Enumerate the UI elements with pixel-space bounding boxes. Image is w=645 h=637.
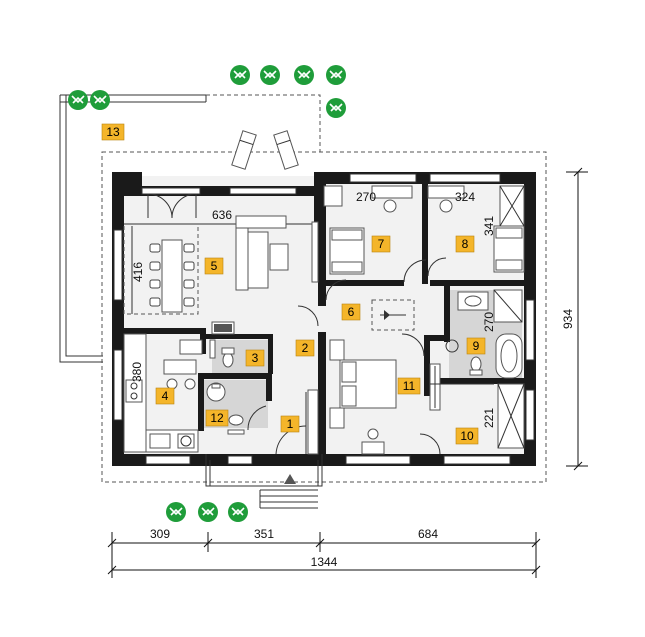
windows — [113, 173, 535, 465]
room-badge-10: 10 — [455, 427, 479, 445]
dim-bedroom7-width: 270 — [356, 190, 376, 204]
terrace-canopy-outline — [206, 94, 321, 152]
kitchen-units — [123, 333, 203, 453]
room-badge-12: 12 — [205, 409, 229, 427]
room-badge-3: 3 — [245, 349, 265, 367]
dining-table — [149, 239, 195, 313]
wc-3-fixtures — [209, 321, 235, 368]
bathroom-9-fixtures — [445, 289, 523, 379]
dim-segment-2: 351 — [254, 527, 274, 541]
room-badge-13: 13 — [101, 123, 125, 141]
room-label: 3 — [252, 351, 259, 365]
room-label: 13 — [106, 125, 120, 139]
dim-living-depth: 416 — [131, 262, 145, 282]
room-label: 12 — [210, 411, 224, 425]
bedroom-11-furniture — [329, 339, 441, 455]
dim-bedroom8-depth: 341 — [482, 216, 496, 236]
overall-width-dimensions — [107, 532, 541, 578]
room-badge-11: 11 — [397, 377, 421, 395]
dim-segment-1: 309 — [150, 527, 170, 541]
bedroom-8-furniture — [427, 185, 525, 277]
room-badge-5: 5 — [204, 257, 224, 275]
dim-bedroom8-width: 324 — [455, 190, 475, 204]
room-label: 7 — [378, 237, 385, 251]
room-label: 10 — [460, 429, 474, 443]
sofa-set — [235, 215, 319, 291]
overall-depth-dimension — [566, 167, 588, 471]
dim-living-width: 636 — [212, 208, 232, 222]
room-badge-9: 9 — [466, 337, 486, 355]
room-badge-1: 1 — [280, 415, 300, 433]
interior-walls — [116, 184, 524, 454]
roof-outline — [101, 151, 547, 483]
room-label: 4 — [162, 389, 169, 403]
room-badge-4: 4 — [155, 387, 175, 405]
room-label: 8 — [462, 237, 469, 251]
room-badge-6: 6 — [341, 303, 361, 321]
room-label: 1 — [287, 417, 294, 431]
room-label: 5 — [211, 259, 218, 273]
room-10-furniture — [419, 383, 525, 455]
room-label: 6 — [348, 305, 355, 319]
wc-12-fixtures — [206, 382, 267, 435]
dim-room10-depth: 221 — [482, 408, 496, 428]
dim-total-width: 1344 — [311, 555, 338, 569]
room-label: 2 — [302, 341, 309, 355]
trees-top — [67, 64, 347, 119]
room-label: 11 — [403, 379, 416, 393]
bedroom-7-furniture — [323, 185, 413, 275]
terrace-doors — [147, 193, 197, 219]
room-badge-8: 8 — [455, 235, 475, 253]
room-badge-2: 2 — [295, 339, 315, 357]
dim-total-depth: 934 — [561, 309, 575, 329]
trees-bottom — [165, 501, 249, 523]
hall-doors — [297, 259, 427, 357]
room-label: 9 — [473, 339, 480, 353]
dim-kitchen-depth: 380 — [130, 362, 144, 382]
entrance-area — [205, 389, 323, 509]
sun-loungers — [231, 130, 299, 170]
dim-segment-3: 684 — [418, 527, 438, 541]
room-badge-7: 7 — [371, 235, 391, 253]
dim-bathroom9-depth: 270 — [482, 312, 496, 332]
